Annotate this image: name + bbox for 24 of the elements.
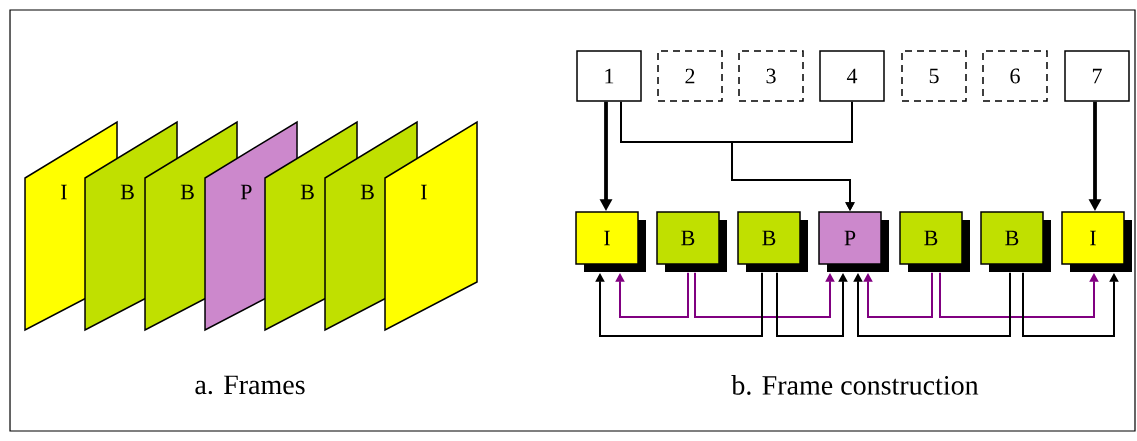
number-box: 5 [901, 50, 967, 102]
arrow [863, 271, 933, 318]
number-box: 3 [738, 50, 804, 102]
number-box: 4 [819, 50, 885, 102]
arrow [853, 271, 1011, 337]
frame-box: I [1061, 211, 1132, 272]
caption: b. Frame construction [731, 375, 979, 395]
arrow [595, 271, 763, 337]
frame-box: I [575, 211, 646, 272]
number-box: 1 [576, 50, 642, 102]
arrow [615, 271, 689, 318]
arrow [1022, 271, 1119, 337]
number-box: 6 [982, 50, 1048, 102]
arrow [694, 271, 835, 318]
frame-box: P [818, 211, 889, 272]
caption: a. Frames [195, 375, 305, 395]
number-box: 2 [657, 50, 723, 102]
frame-box: B [899, 211, 970, 272]
arrow [939, 271, 1099, 318]
frame-box: B [656, 211, 727, 272]
arrow [776, 271, 848, 337]
frame-box: B [980, 211, 1051, 272]
frame-box: B [737, 211, 808, 272]
number-box: 7 [1064, 50, 1130, 102]
